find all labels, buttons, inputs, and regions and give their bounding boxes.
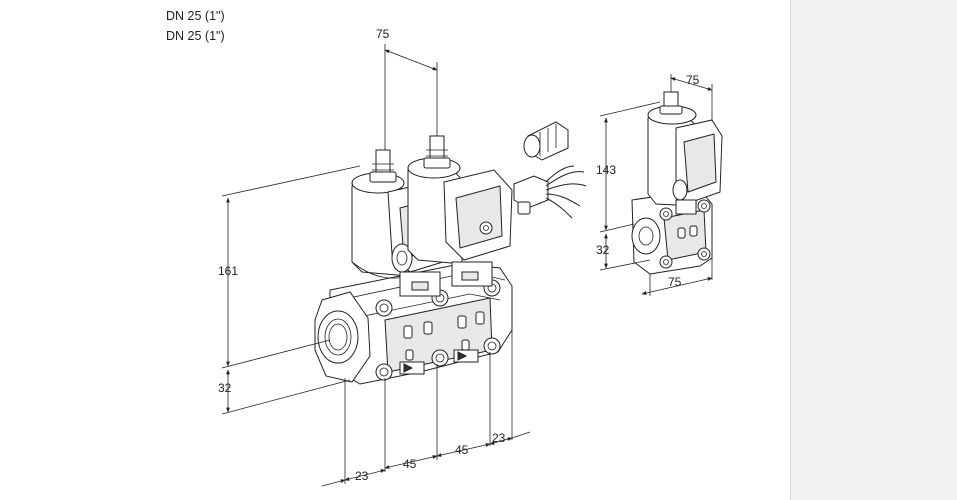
single-solenoid-valve — [631, 91, 723, 275]
double-solenoid-valve-assembly — [314, 135, 513, 385]
main-dimension-lines — [221, 44, 531, 487]
nominal-size-label-1: DN 25 (1") — [166, 9, 225, 23]
dim-top-width-main: 75 — [376, 27, 390, 41]
page-edge-line — [790, 0, 791, 500]
dim-inlet-height-main: 32 — [218, 381, 232, 395]
dim-bottom-second: 45 — [403, 457, 417, 471]
dim-bottom-first: 23 — [355, 469, 369, 483]
cable-connector-parts — [513, 121, 587, 219]
dim-single-inlet-height: 32 — [596, 243, 610, 257]
model-labels: DN 25 (1") DN 25 (1") — [166, 6, 225, 46]
dim-single-top-width: 75 — [686, 73, 700, 87]
right-margin-band — [790, 0, 957, 500]
nominal-size-label-2: DN 25 (1") — [166, 29, 225, 43]
dim-bottom-third: 45 — [455, 443, 469, 457]
dim-single-height: 143 — [596, 163, 616, 177]
single-dimension-lines — [599, 74, 713, 296]
dim-bottom-fourth: 23 — [492, 431, 506, 445]
dim-height-main: 161 — [218, 264, 238, 278]
dim-single-bottom-width: 75 — [668, 275, 682, 289]
